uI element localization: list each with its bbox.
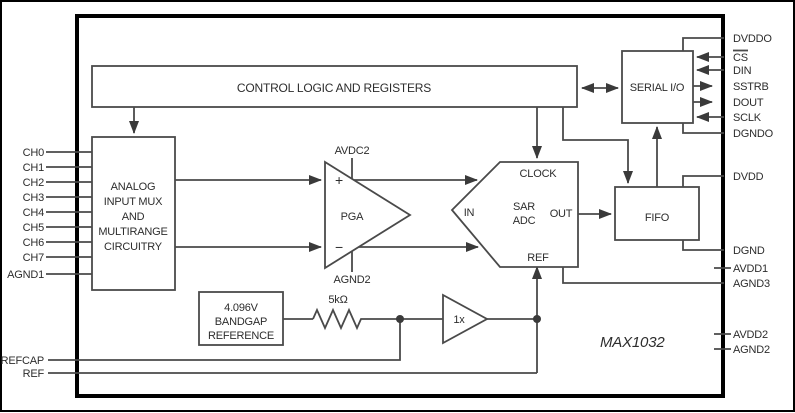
control-logic-label: CONTROL LOGIC AND REGISTERS: [237, 81, 431, 95]
blocks: [91, 50, 700, 346]
analog-mux-block: [91, 136, 176, 291]
pin-label-ch1: CH1: [23, 162, 44, 174]
pin-label-ch7: CH7: [23, 252, 44, 264]
pin-label-ref: REF: [23, 368, 45, 380]
pin-label-sstrb: SSTRB: [733, 81, 769, 93]
wire-dgndo: [682, 123, 724, 134]
pin-label-din: DIN: [733, 65, 752, 77]
wire-dgnd: [682, 240, 724, 251]
bandgap-label-line2: BANDGAP: [215, 316, 267, 328]
part-number-label: MAX1032: [600, 334, 665, 351]
pga-plus-sign: +: [335, 172, 343, 188]
pga-minus-sign: −: [335, 239, 343, 255]
junction-dot-ref: [533, 315, 541, 323]
pin-label-ch3: CH3: [23, 192, 44, 204]
control-logic-block: [91, 65, 578, 108]
adc-in-label: IN: [464, 207, 475, 219]
pin-label-agnd2: AGND2: [733, 344, 770, 356]
serial-io-label: SERIAL I/O: [630, 82, 685, 94]
pin-label-ch2: CH2: [23, 177, 44, 189]
wire-refcap: [48, 319, 401, 361]
pin-label-avdd2: AVDD2: [733, 329, 768, 341]
buffer-1x-triangle: [442, 293, 489, 345]
bandgap-label-line1: 4.096V: [224, 302, 259, 314]
pin-label-ch6: CH6: [23, 237, 44, 249]
pin-label-dvddo: DVDDO: [733, 33, 772, 45]
wire-adc-to-agnd3: [562, 267, 724, 284]
pga-supply-bottom-label: AGND2: [334, 274, 371, 286]
pin-label-dgnd: DGND: [733, 245, 765, 257]
resistor-value-label: 5kΩ: [328, 294, 347, 306]
pin-label-refcap: REFCAP: [1, 355, 44, 367]
pin-label-ch5: CH5: [23, 222, 44, 234]
bandgap-label-line3: REFERENCE: [208, 330, 274, 342]
pin-label-cs: CS: [733, 52, 748, 64]
chip-border: [75, 14, 725, 398]
pin-label-agnd1: AGND1: [7, 269, 44, 281]
fifo-label: FIFO: [645, 212, 670, 224]
fifo-block: [614, 186, 700, 241]
adc-name-line1: SAR: [513, 201, 535, 213]
sar-adc-pentagon: [450, 161, 579, 268]
mux-label-line5: CIRCUITRY: [104, 241, 163, 253]
buffer-1x-label: 1x: [453, 314, 465, 326]
mux-label-line2: INPUT MUX: [104, 196, 163, 208]
adc-name-line2: ADC: [513, 215, 536, 227]
wires: [46, 37, 748, 374]
pga-triangle: [324, 160, 412, 270]
mux-label-line1: ANALOG: [111, 181, 156, 193]
pin-label-agnd3: AGND3: [733, 278, 770, 290]
adc-clock-label: CLOCK: [520, 168, 558, 180]
mux-label-line4: MULTIRANGE: [98, 226, 167, 238]
adc-ref-label: REF: [527, 252, 549, 264]
wire-dvddo: [682, 37, 724, 51]
wire-dvdd: [682, 175, 724, 187]
junction-dot-refcap: [396, 315, 404, 323]
pin-label-dvdd: DVDD: [733, 171, 764, 183]
bandgap-block: [198, 291, 284, 346]
pin-label-dgndo: DGNDO: [733, 128, 774, 140]
pin-label-ch4: CH4: [23, 207, 44, 219]
pin-label-sclk: SCLK: [733, 112, 762, 124]
wire-resistor: [312, 307, 400, 331]
mux-label-line3: AND: [122, 211, 145, 223]
pga-supply-top-label: AVDC2: [335, 145, 370, 157]
pin-label-avdd1: AVDD1: [733, 263, 768, 275]
serial-io-block: [621, 50, 694, 124]
pga-label: PGA: [341, 211, 364, 223]
labels: CONTROL LOGIC AND REGISTERS ANALOG INPUT…: [1, 33, 774, 380]
pin-label-ch0: CH0: [23, 147, 44, 159]
pin-label-dout: DOUT: [733, 97, 764, 109]
wire-ctrl-to-fifo: [562, 107, 633, 184]
adc-out-label: OUT: [550, 208, 573, 220]
